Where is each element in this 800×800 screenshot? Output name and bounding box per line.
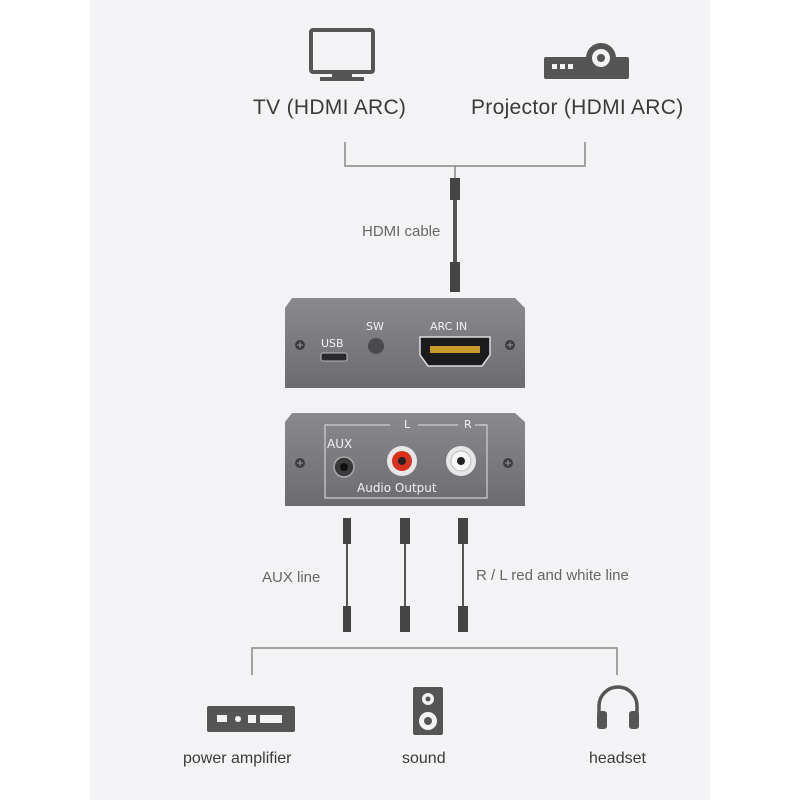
hdmi-arc-port [419, 336, 491, 367]
sw-label: SW [366, 320, 384, 333]
sound-label: sound [402, 750, 446, 767]
rca-red-cable [400, 518, 410, 632]
aux-jack [333, 456, 355, 478]
audio-output-label: Audio Output [357, 481, 437, 495]
tv-icon [309, 28, 375, 81]
amplifier-icon [207, 706, 295, 732]
usb-port [320, 352, 348, 362]
projector-icon [544, 43, 629, 79]
arc-in-label: ARC IN [430, 320, 468, 333]
rca-white-cable [458, 518, 468, 632]
hdmi-cable [450, 178, 460, 292]
rca-right-jack [446, 446, 476, 476]
diagram-background [90, 0, 710, 800]
right-channel-label: R [464, 418, 472, 431]
rca-left-jack [387, 446, 417, 476]
rl-line-label: R / L red and white line [476, 567, 629, 584]
aux-line-label: AUX line [262, 569, 321, 586]
headset-label: headset [589, 750, 646, 767]
amplifier-label: power amplifier [183, 750, 292, 767]
device-bottom-panel [285, 413, 525, 506]
projector-label: Projector (HDMI ARC) [471, 96, 684, 119]
usb-label: USB [321, 337, 344, 350]
sw-button [368, 338, 384, 354]
source-bracket [344, 142, 586, 180]
speaker-icon [413, 687, 443, 735]
device-top-panel [285, 298, 525, 388]
aux-cable [343, 518, 351, 632]
aux-label: AUX [327, 437, 353, 451]
left-channel-label: L [404, 418, 411, 431]
output-bracket [251, 647, 618, 675]
tv-label: TV (HDMI ARC) [253, 96, 407, 119]
hdmi-cable-label: HDMI cable [362, 223, 441, 240]
headphones-icon [597, 685, 639, 729]
